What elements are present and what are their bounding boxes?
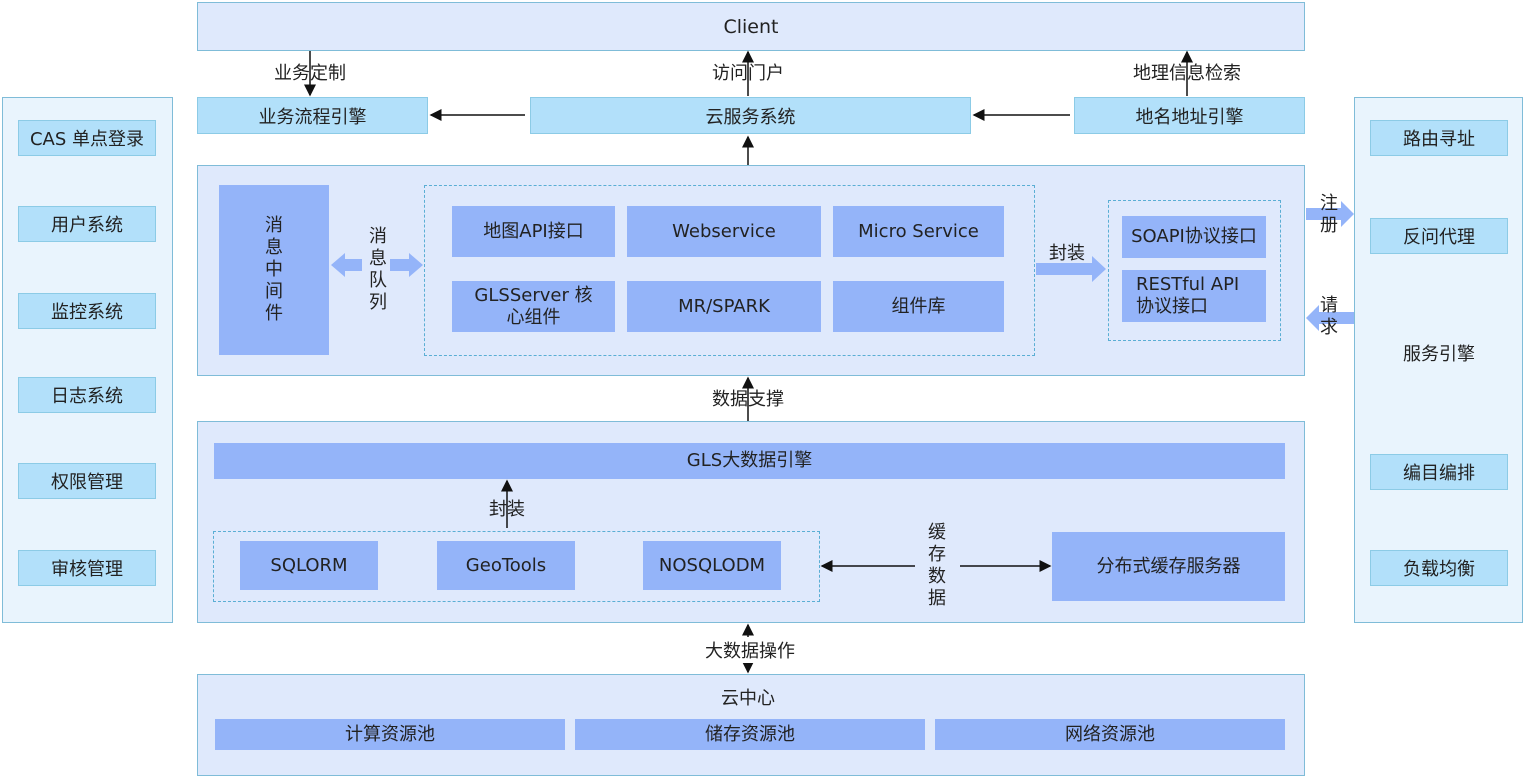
client-box: Client [197, 2, 1305, 51]
protocols-group [1108, 200, 1281, 341]
workflow-engine: 业务流程引擎 [197, 97, 428, 134]
resource-pool: 储存资源池 [575, 719, 925, 750]
component: Webservice [627, 206, 821, 257]
label-big-data-op: 大数据操作 [703, 637, 797, 663]
orm-item: GeoTools [437, 541, 575, 590]
request-arrow [1306, 305, 1354, 331]
left-item: 审核管理 [18, 550, 156, 586]
right-item: 路由寻址 [1370, 120, 1508, 156]
components-group [424, 185, 1035, 356]
label-request: 请求 [1320, 295, 1338, 338]
gls-engine: GLS大数据引擎 [214, 443, 1285, 479]
left-item: 监控系统 [18, 293, 156, 329]
label-geo-search: 地理信息检索 [1133, 63, 1241, 84]
left-item: 日志系统 [18, 377, 156, 413]
wrap-arrow [1036, 256, 1106, 282]
soap-protocol: SOAPI协议接口 [1122, 216, 1266, 258]
component: Micro Service [833, 206, 1004, 257]
queue-arrow-right [390, 253, 423, 277]
component: 地图API接口 [452, 206, 615, 257]
right-panel [1354, 97, 1523, 623]
label-data-support: 数据支撑 [712, 389, 784, 410]
resource-pool: 网络资源池 [935, 719, 1285, 750]
left-item: CAS 单点登录 [18, 120, 156, 156]
right-item: 编目编排 [1370, 454, 1508, 490]
message-middleware-label: 消息中间件 [265, 215, 283, 324]
service-engine-title: 服务引擎 [1403, 344, 1475, 365]
queue-arrow-left [331, 253, 362, 277]
label-custom: 业务定制 [274, 63, 346, 84]
orm-item: NOSQLODM [643, 541, 781, 590]
right-item: 负载均衡 [1370, 550, 1508, 586]
restful-protocol: RESTful API 协议接口 [1122, 270, 1266, 322]
left-item: 用户系统 [18, 206, 156, 242]
component: GLSServer 核心组件 [452, 281, 615, 332]
geocoding-engine: 地名地址引擎 [1074, 97, 1305, 134]
label-wrap: 封装 [1049, 243, 1085, 264]
cache-server: 分布式缓存服务器 [1052, 532, 1285, 601]
resource-pool: 计算资源池 [215, 719, 565, 750]
message-middleware: 消息中间件 [219, 185, 329, 355]
label-cache-data: 缓存数据 [928, 522, 946, 609]
orm-group [213, 531, 820, 602]
register-arrow [1306, 201, 1354, 227]
cloud-service-system: 云服务系统 [530, 97, 971, 134]
left-item: 权限管理 [18, 463, 156, 499]
label-portal: 访问门户 [712, 63, 784, 84]
cloud-center-title: 云中心 [721, 688, 775, 709]
label-register: 注册 [1320, 193, 1338, 236]
orm-item: SQLORM [240, 541, 378, 590]
left-panel [2, 97, 173, 623]
component: 组件库 [833, 281, 1004, 332]
label-queue: 消息队列 [369, 226, 387, 313]
right-item: 反问代理 [1370, 218, 1508, 254]
component: MR/SPARK [627, 281, 821, 332]
label-wrap-data: 封装 [489, 499, 525, 520]
